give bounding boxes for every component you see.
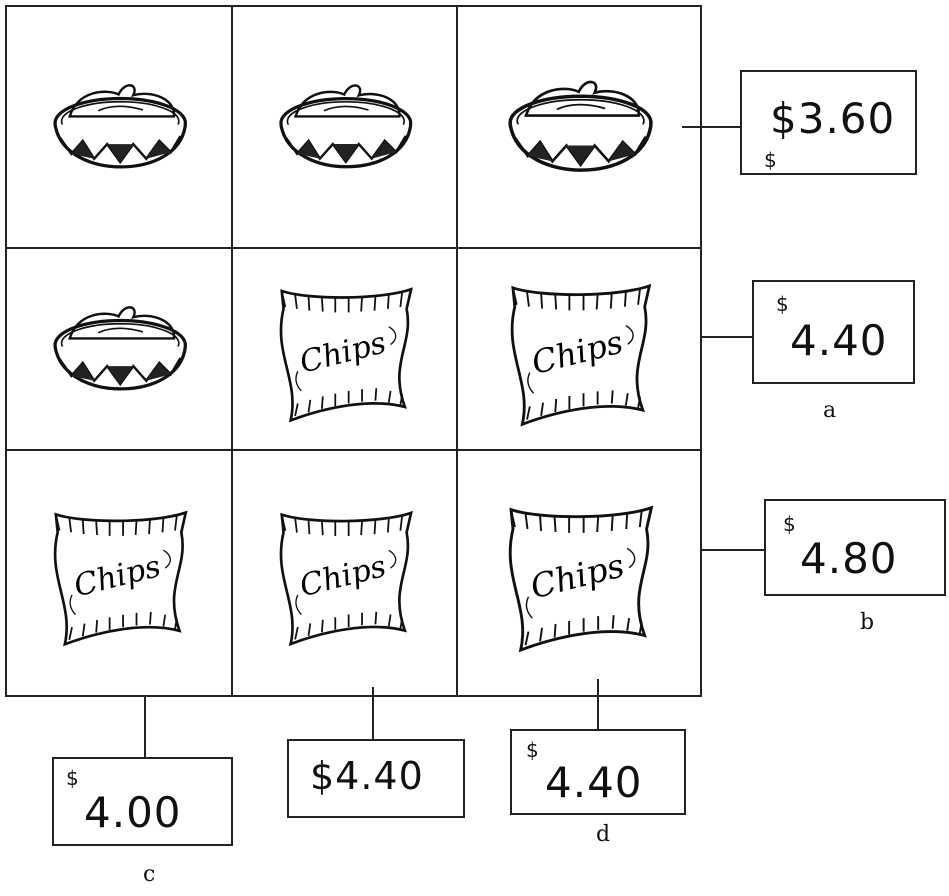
row3-total-dollar: $ [783,512,796,536]
grid-cell: Chips [5,449,233,697]
row2-answer-letter: a [823,398,836,423]
col1-total-dollar: $ [66,766,79,790]
col1-connector [144,697,146,757]
chips-bag-icon: Chips [482,475,676,670]
row3-connector [702,549,764,551]
row1-stray-mark: $ [764,148,777,172]
grid-cell [5,247,233,451]
row1-total-amount: $3.60 [770,94,895,143]
chips-bag-icon: Chips [29,475,208,670]
row2-connector [702,336,752,338]
col3-total-amount: 4.40 [545,758,643,807]
dip-bowl-icon [255,31,433,223]
dip-bowl-icon [482,31,676,223]
col3-connector [597,679,599,729]
col1-answer-letter: c [143,862,155,887]
grid-cell [231,5,458,249]
row2-total-amount: 4.40 [790,316,888,365]
row2-total-dollar: $ [776,292,789,316]
grid-cell: Chips [231,449,458,697]
grid-cell: Chips [456,449,702,697]
row1-connector [682,126,740,128]
col2-connector [372,687,374,739]
chips-bag-icon: Chips [482,269,676,429]
row3-total-amount: 4.80 [800,534,898,583]
dip-bowl-icon [29,269,208,429]
grid-cell [456,5,702,249]
col3-total-dollar: $ [526,738,539,762]
dip-bowl-icon [29,31,208,223]
chips-bag-icon: Chips [255,475,433,670]
col2-total-amount: $4.40 [310,754,424,798]
grid-cell [5,5,233,249]
chips-bag-icon: Chips [255,269,433,429]
col3-answer-letter: d [596,822,610,847]
grid-cell: Chips [456,247,702,451]
col1-total-amount: 4.00 [84,788,182,837]
row3-answer-letter: b [860,610,874,635]
grid-cell: Chips [231,247,458,451]
